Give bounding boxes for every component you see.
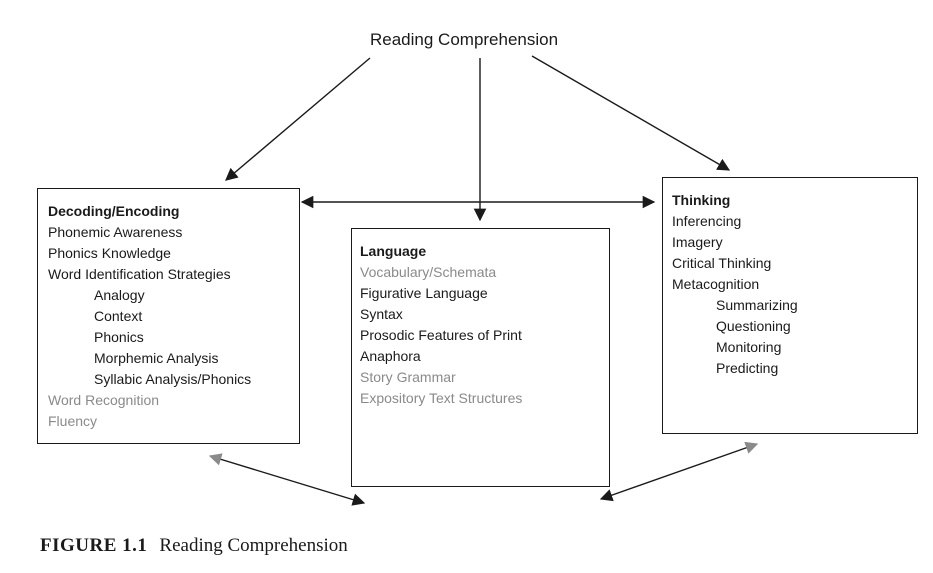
language-box: Language Vocabulary/Schemata Figurative … bbox=[351, 228, 610, 487]
language-item: Story Grammar bbox=[360, 369, 456, 385]
decoding-subitem: Analogy bbox=[94, 287, 145, 303]
thinking-item: Inferencing bbox=[672, 213, 742, 229]
decoding-subitem: Syllabic Analysis/Phonics bbox=[94, 371, 252, 387]
decoding-encoding-box: Decoding/Encoding Phonemic Awareness Pho… bbox=[37, 188, 300, 444]
thinking-item: Imagery bbox=[672, 234, 723, 250]
language-item: Figurative Language bbox=[360, 285, 488, 301]
arrow-thinking-bottom bbox=[599, 441, 759, 502]
arrow-title-to-thinking bbox=[531, 55, 731, 171]
thinking-subitem: Questioning bbox=[716, 318, 791, 334]
decoding-list: Decoding/Encoding Phonemic Awareness Pho… bbox=[48, 201, 299, 432]
thinking-heading: Thinking bbox=[672, 192, 731, 208]
thinking-box: Thinking Inferencing Imagery Critical Th… bbox=[662, 177, 918, 434]
arrow-decoding-bottom bbox=[208, 453, 366, 506]
figure-number: FIGURE 1.1 bbox=[40, 535, 148, 556]
diagram-title: Reading Comprehension bbox=[370, 30, 559, 49]
language-item: Prosodic Features of Print bbox=[360, 327, 522, 343]
thinking-list: Thinking Inferencing Imagery Critical Th… bbox=[672, 190, 917, 379]
decoding-item: Word Identification Strategies bbox=[48, 266, 231, 282]
decoding-heading: Decoding/Encoding bbox=[48, 203, 180, 219]
arrow-title-to-decoding bbox=[225, 57, 371, 181]
language-item: Anaphora bbox=[360, 348, 421, 364]
decoding-subitem: Context bbox=[94, 308, 143, 324]
language-item: Vocabulary/Schemata bbox=[360, 264, 497, 280]
figure-caption: FIGURE 1.1 Reading Comprehension bbox=[40, 535, 348, 557]
decoding-item: Phonics Knowledge bbox=[48, 245, 171, 261]
decoding-subitem: Morphemic Analysis bbox=[94, 350, 219, 366]
decoding-subitem: Phonics bbox=[94, 329, 144, 345]
language-heading: Language bbox=[360, 243, 427, 259]
language-list: Language Vocabulary/Schemata Figurative … bbox=[360, 241, 609, 409]
decoding-item: Word Recognition bbox=[48, 392, 160, 408]
language-item: Expository Text Structures bbox=[360, 390, 523, 406]
decoding-item: Phonemic Awareness bbox=[48, 224, 183, 240]
thinking-subitem: Predicting bbox=[716, 360, 779, 376]
language-item: Syntax bbox=[360, 306, 403, 322]
decoding-item: Fluency bbox=[48, 413, 98, 429]
thinking-subitem: Summarizing bbox=[716, 297, 798, 313]
figure-caption-text: Reading Comprehension bbox=[159, 535, 348, 556]
thinking-item: Metacognition bbox=[672, 276, 760, 292]
thinking-item: Critical Thinking bbox=[672, 255, 772, 271]
thinking-subitem: Monitoring bbox=[716, 339, 782, 355]
